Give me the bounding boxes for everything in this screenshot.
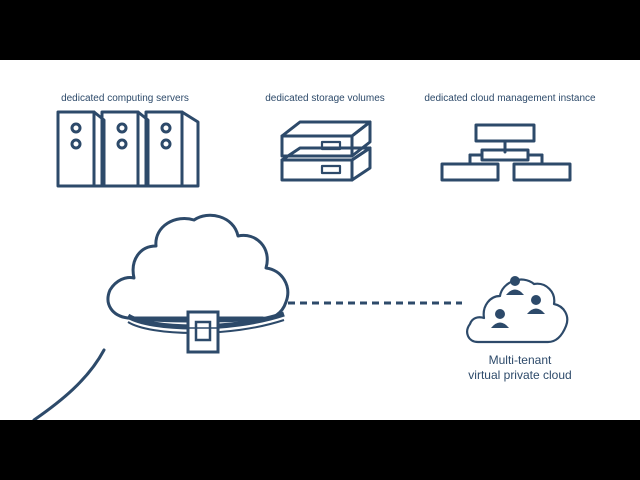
vpc-label: Multi-tenant virtual private cloud <box>440 353 600 383</box>
server-tower-1 <box>56 110 106 188</box>
vpc-label-line2: virtual private cloud <box>468 368 572 382</box>
diagram-art <box>32 110 572 420</box>
multi-tenant-cloud-icon <box>466 276 569 344</box>
org-chart-middle-box <box>480 148 530 162</box>
server-rack-icon <box>56 110 200 188</box>
letterbox-bottom <box>0 420 640 480</box>
server-tower-3 <box>144 110 200 188</box>
org-chart-right-box <box>512 162 572 182</box>
vpc-label-line1: Multi-tenant <box>488 353 552 367</box>
caption-storage-volumes: dedicated storage volumes <box>265 93 385 104</box>
storage-volume-icon <box>280 120 372 182</box>
server-tower-2 <box>100 110 150 188</box>
cloud-lock-icon <box>32 213 290 420</box>
caption-computing-servers: dedicated computing servers <box>61 93 189 104</box>
connection-cable <box>32 348 106 420</box>
org-chart-icon <box>440 123 572 182</box>
org-chart-left-box <box>440 162 500 182</box>
caption-management-instance: dedicated cloud management instance <box>424 93 596 104</box>
user-icon-left <box>491 309 509 328</box>
org-chart-root-box <box>474 123 536 143</box>
user-icon-right <box>527 295 545 314</box>
letterbox-top <box>0 0 640 60</box>
storage-drive-2 <box>280 146 372 182</box>
user-icon-top <box>506 276 524 295</box>
lock-icon <box>186 310 220 354</box>
diagram-stage: dedicated computing servers dedicated st… <box>0 60 640 420</box>
